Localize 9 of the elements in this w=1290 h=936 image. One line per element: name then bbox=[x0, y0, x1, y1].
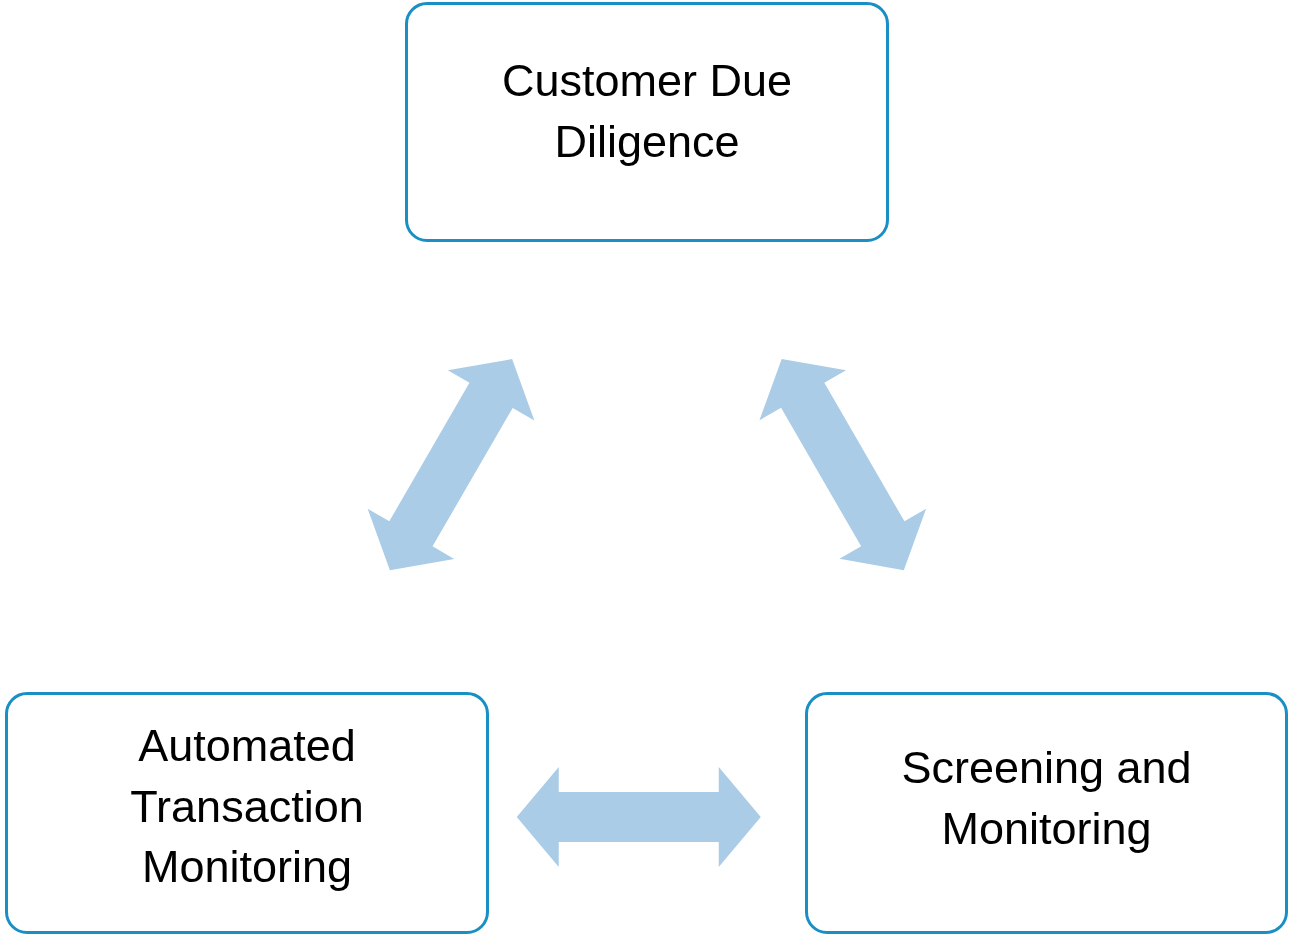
double-arrow bbox=[516, 767, 761, 867]
box-label: Customer Due Diligence bbox=[500, 54, 794, 169]
box-label: Automated Transaction Monitoring bbox=[129, 718, 365, 895]
process-box bbox=[5, 692, 489, 934]
box-label: Screening and Monitoring bbox=[900, 741, 1193, 856]
double-arrow bbox=[367, 359, 535, 571]
process-box bbox=[805, 692, 1288, 934]
process-box bbox=[405, 2, 889, 242]
double-arrow bbox=[759, 358, 927, 571]
